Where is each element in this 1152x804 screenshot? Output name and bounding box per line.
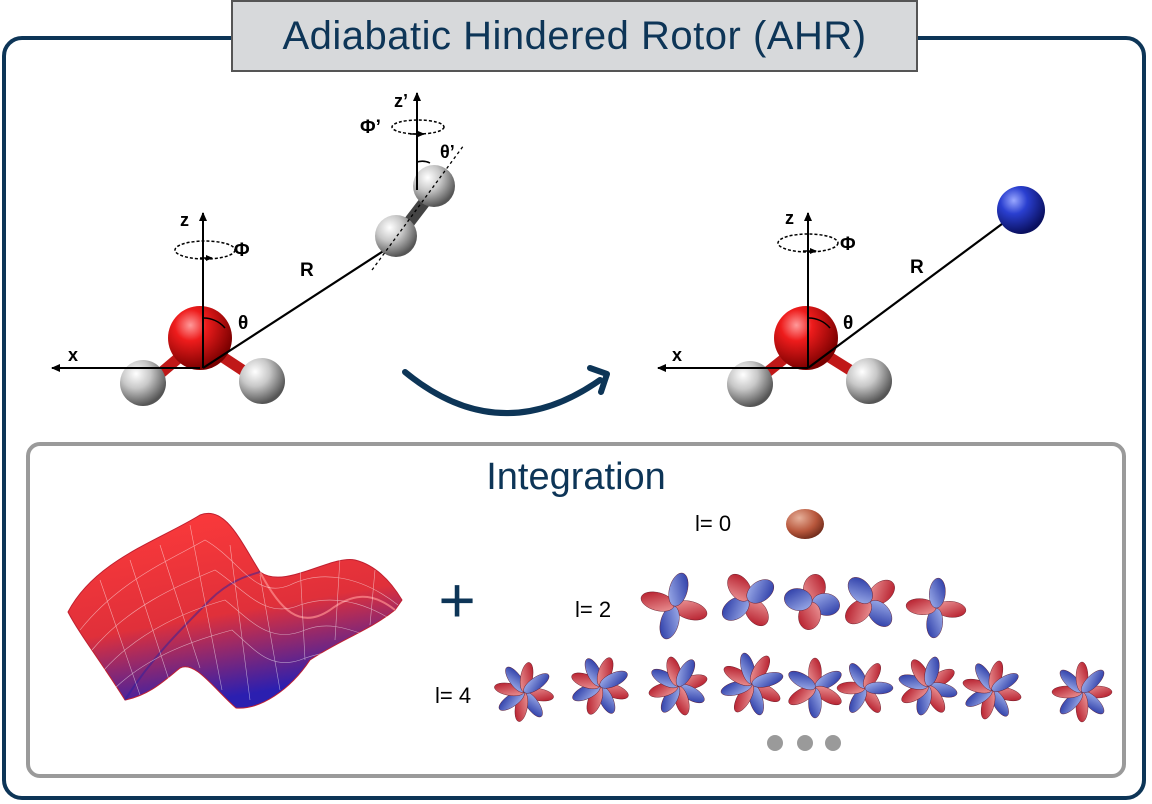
phi-prime-label: Φ’ — [360, 117, 381, 138]
theta-prime-arc — [416, 160, 431, 164]
right-molecule: x z Φ R θ — [657, 186, 1045, 407]
spherical-harmonic-glyph — [640, 572, 708, 640]
l2-label: l= 2 — [575, 597, 611, 622]
spherical-harmonic-l0 — [786, 509, 824, 539]
left-molecule: x z Φ R θ z’ Φ’ θ’ — [51, 91, 465, 406]
theta-label: θ — [238, 313, 248, 334]
spherical-harmonic-glyph — [1051, 661, 1113, 723]
l4-label: l= 4 — [435, 683, 471, 708]
x-axis-label: x — [672, 345, 682, 365]
spherical-harmonic-glyph — [905, 577, 967, 639]
potential-energy-surface — [67, 512, 403, 709]
r-vector — [202, 236, 406, 369]
spherical-harmonic-glyph — [721, 573, 775, 627]
title-box: Adiabatic Hindered Rotor (AHR) — [231, 0, 918, 72]
hydrogen-atom — [120, 360, 166, 406]
spherical-harmonic-glyph — [720, 652, 784, 716]
blue-pseudo-atom — [997, 186, 1045, 234]
spherical-harmonics-l2 — [640, 572, 967, 640]
integration-panel: Integration — [26, 442, 1126, 778]
phi-rotation-ellipse — [174, 240, 236, 260]
r-vector — [807, 217, 1011, 369]
spherical-harmonic-glyph — [784, 574, 840, 630]
oxygen-atom — [168, 306, 232, 370]
theta-arc — [807, 317, 831, 329]
transition-arrow — [402, 365, 610, 416]
spherical-harmonic-glyph — [648, 656, 708, 716]
h2-axis-dotted — [371, 144, 465, 271]
theta-arc — [202, 317, 226, 329]
oxygen-atom — [774, 306, 838, 370]
spherical-harmonic-glyph — [788, 657, 842, 719]
theta-prime-label: θ’ — [440, 142, 455, 162]
l0-label: l= 0 — [695, 511, 731, 536]
spherical-harmonic-glyph — [962, 660, 1022, 720]
hydrogen-atom — [727, 361, 773, 407]
theta-label: θ — [843, 313, 853, 334]
ellipsis-dots — [767, 735, 841, 751]
r-label: R — [300, 260, 314, 281]
spherical-harmonic-glyph — [845, 577, 895, 627]
spherical-harmonic-glyph — [494, 662, 554, 722]
hydrogen-atom — [375, 215, 417, 257]
spherical-harmonic-glyph — [898, 656, 958, 716]
r-label: R — [910, 257, 924, 278]
hydrogen-atom — [846, 358, 892, 404]
hydrogen-atom — [239, 358, 285, 404]
phi-rotation-ellipse — [777, 233, 839, 253]
x-axis-label: x — [68, 345, 78, 365]
phi-label: Φ — [234, 240, 250, 261]
phi-label: Φ — [840, 234, 856, 255]
z-axis-label: z — [785, 208, 794, 228]
spherical-harmonic-glyph — [571, 657, 629, 715]
plus-sign: + — [438, 564, 475, 636]
spherical-harmonics-l4 — [494, 652, 1113, 723]
page-title: Adiabatic Hindered Rotor (AHR) — [282, 13, 867, 58]
spherical-harmonic-glyph — [836, 663, 894, 713]
z-prime-label: z’ — [394, 91, 408, 111]
integration-title: Integration — [486, 456, 666, 498]
z-axis-label: z — [180, 210, 189, 230]
